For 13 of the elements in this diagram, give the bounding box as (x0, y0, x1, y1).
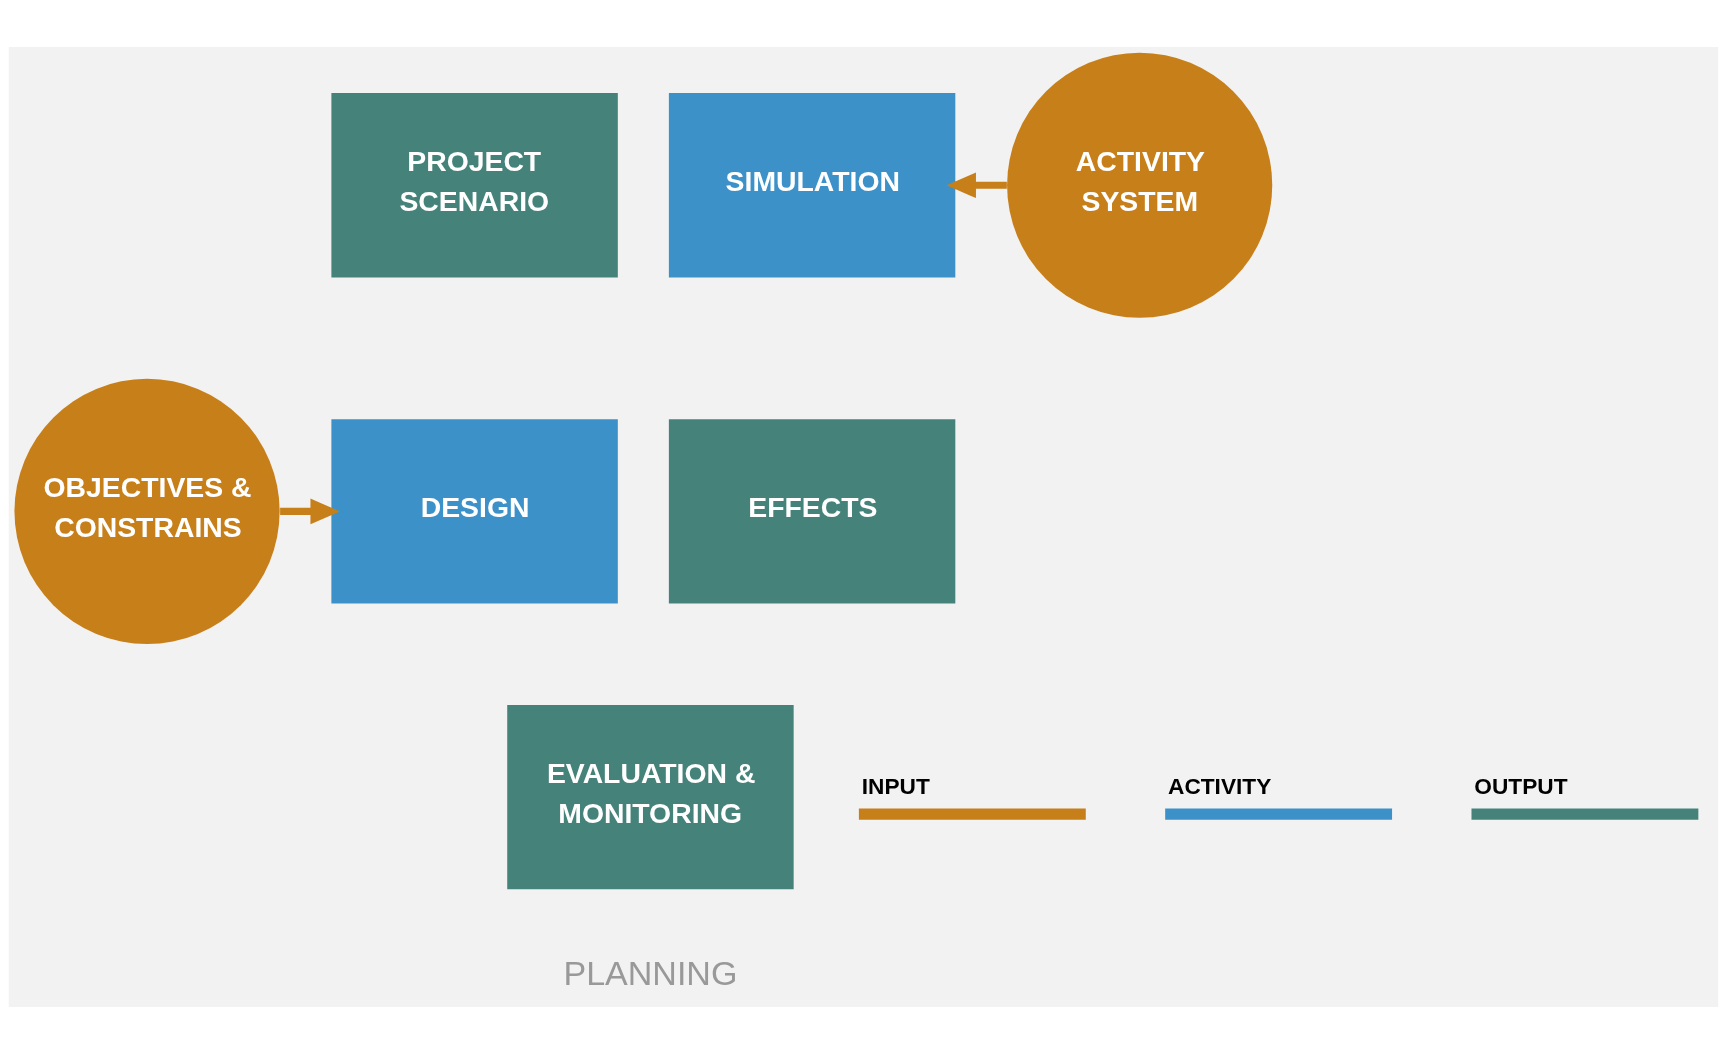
node-circle: OBJECTIVES & CONSTRAINS (14, 378, 280, 644)
node-box: EFFECTS (668, 419, 956, 604)
legend-label: ACTIVITY (1168, 773, 1272, 800)
label: PLANNING (563, 953, 738, 992)
arrow (946, 172, 1007, 199)
legend-label: OUTPUT (1474, 773, 1568, 800)
node-box: PROJECT SCENARIO (331, 93, 618, 278)
node-box: DESIGN (331, 419, 618, 604)
legend-label: INPUT (861, 773, 930, 800)
node-box: EVALUATION & MONITORING (507, 704, 794, 890)
node-box: SIMULATION (668, 93, 956, 278)
arrow (280, 498, 340, 525)
node-circle: ACTIVITY SYSTEM (1007, 52, 1273, 318)
